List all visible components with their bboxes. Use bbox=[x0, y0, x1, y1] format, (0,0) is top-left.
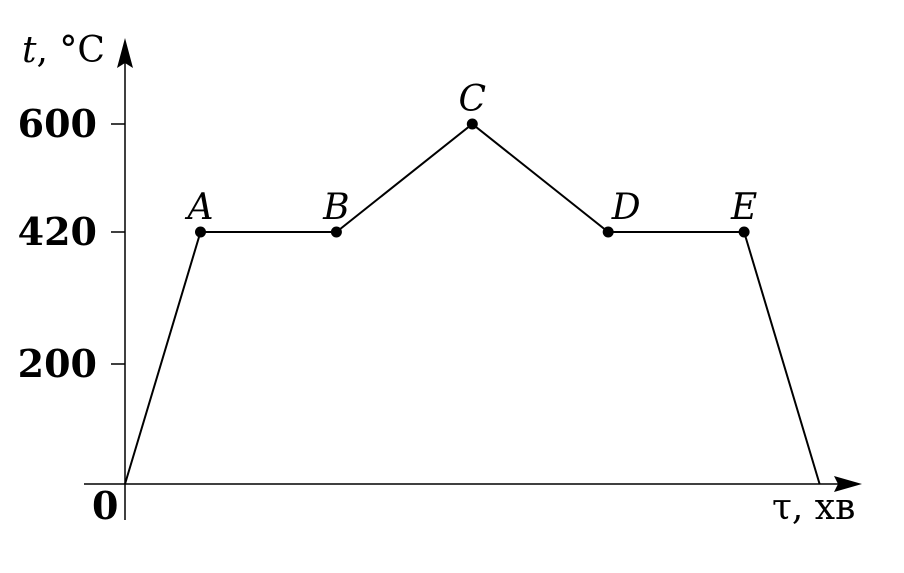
y-axis-label: t, °C bbox=[22, 30, 105, 71]
point-label-D: D bbox=[611, 187, 641, 228]
x-axis-label: τ, хв bbox=[772, 487, 855, 528]
y-axis-arrow bbox=[117, 38, 133, 68]
x-axis-unit: , хв bbox=[792, 487, 855, 528]
series-line-0 bbox=[124, 122, 821, 485]
origin-label: 0 bbox=[92, 483, 118, 528]
x-axis-variable: τ bbox=[772, 487, 792, 528]
point-label-C: C bbox=[459, 79, 487, 120]
point-label-E: E bbox=[730, 187, 757, 228]
point-label-B: B bbox=[322, 187, 349, 228]
point-B bbox=[330, 226, 342, 238]
point-D bbox=[602, 226, 614, 238]
point-A bbox=[195, 226, 206, 238]
series-layer: A B C D E bbox=[124, 79, 821, 485]
y-ticks: 200 420 600 bbox=[18, 101, 125, 386]
point-label-A: A bbox=[185, 187, 214, 228]
y-tick-label-200: 200 bbox=[18, 341, 97, 386]
axes bbox=[84, 38, 862, 520]
y-tick-label-420: 420 bbox=[18, 209, 97, 254]
y-tick-label-600: 600 bbox=[18, 101, 97, 146]
y-axis-unit: , °C bbox=[36, 30, 104, 71]
x-axis-arrow bbox=[834, 476, 862, 492]
point-E bbox=[738, 226, 750, 238]
point-C bbox=[466, 118, 478, 130]
y-axis-variable: t bbox=[22, 30, 37, 71]
